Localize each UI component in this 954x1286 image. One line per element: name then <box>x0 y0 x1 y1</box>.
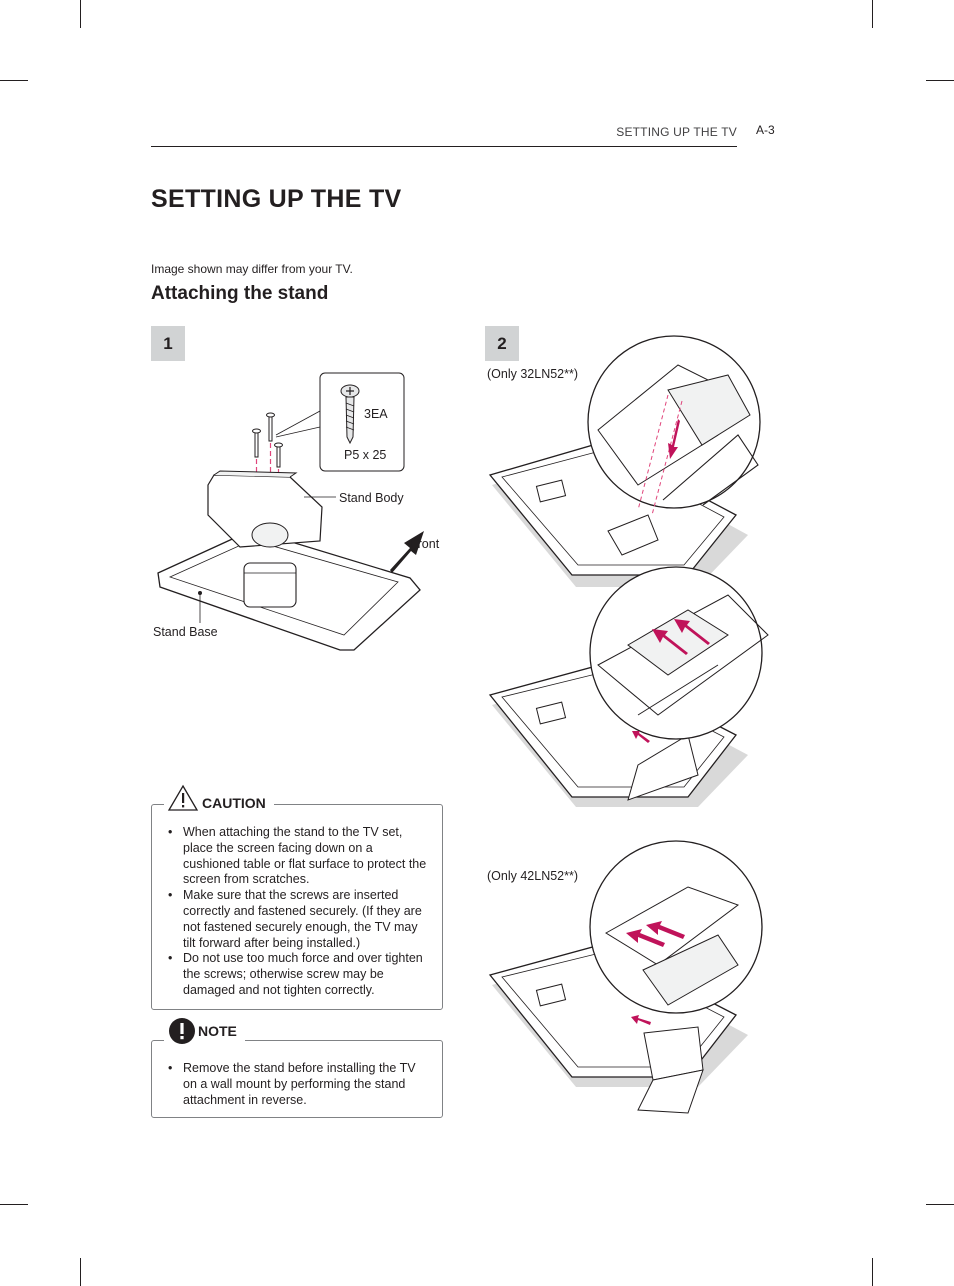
crop-mark <box>80 0 81 28</box>
caution-heading: CAUTION <box>164 784 274 811</box>
stand-body-label: Stand Body <box>339 491 404 505</box>
tv-back-illustration-3 <box>488 840 763 1114</box>
screw-spec-label: P5 x 25 <box>344 448 387 462</box>
crop-mark <box>872 1258 873 1286</box>
page-title: SETTING UP THE TV <box>151 185 402 213</box>
caution-title: CAUTION <box>198 795 270 811</box>
step-1-badge: 1 <box>151 326 185 361</box>
note-box: NOTE Remove the stand before installing … <box>151 1017 443 1118</box>
header-rule <box>151 146 737 147</box>
tv-back-illustration-1 <box>488 335 761 587</box>
crop-mark <box>872 0 873 28</box>
intro-text: Image shown may differ from your TV. <box>151 262 353 276</box>
exclamation-circle-icon <box>169 1018 195 1044</box>
caution-item: Make sure that the screws are inserted c… <box>168 888 428 951</box>
note-heading: NOTE <box>164 1017 245 1045</box>
crop-mark <box>926 1204 954 1205</box>
model-32-label: (Only 32LN52**) <box>487 367 579 381</box>
running-head: SETTING UP THE TV <box>616 125 737 139</box>
model-42-label: (Only 42LN52**) <box>487 869 579 883</box>
caution-box: CAUTION When attaching the stand to the … <box>151 784 443 1010</box>
crop-mark <box>80 1258 81 1286</box>
note-item: Remove the stand before installing the T… <box>168 1061 428 1108</box>
crop-mark <box>0 1204 28 1205</box>
screw-icon <box>340 384 360 445</box>
page-number: A-3 <box>756 123 775 137</box>
stand-assembly-illustration <box>157 372 424 651</box>
note-title: NOTE <box>196 1023 241 1039</box>
warning-triangle-icon <box>167 784 199 811</box>
screw-quantity-label: 3EA <box>364 407 388 421</box>
crop-mark <box>926 80 954 81</box>
caution-item: When attaching the stand to the TV set, … <box>168 825 428 888</box>
note-list: Remove the stand before installing the T… <box>168 1061 428 1108</box>
step-2-badge: 2 <box>485 326 519 361</box>
caution-list: When attaching the stand to the TV set, … <box>168 825 428 999</box>
tv-back-illustration-2 <box>488 566 769 807</box>
stand-base-label: Stand Base <box>153 625 218 639</box>
front-label: Front <box>410 537 440 551</box>
crop-mark <box>0 80 28 81</box>
section-title: Attaching the stand <box>151 283 329 304</box>
caution-item: Do not use too much force and over tight… <box>168 951 428 998</box>
